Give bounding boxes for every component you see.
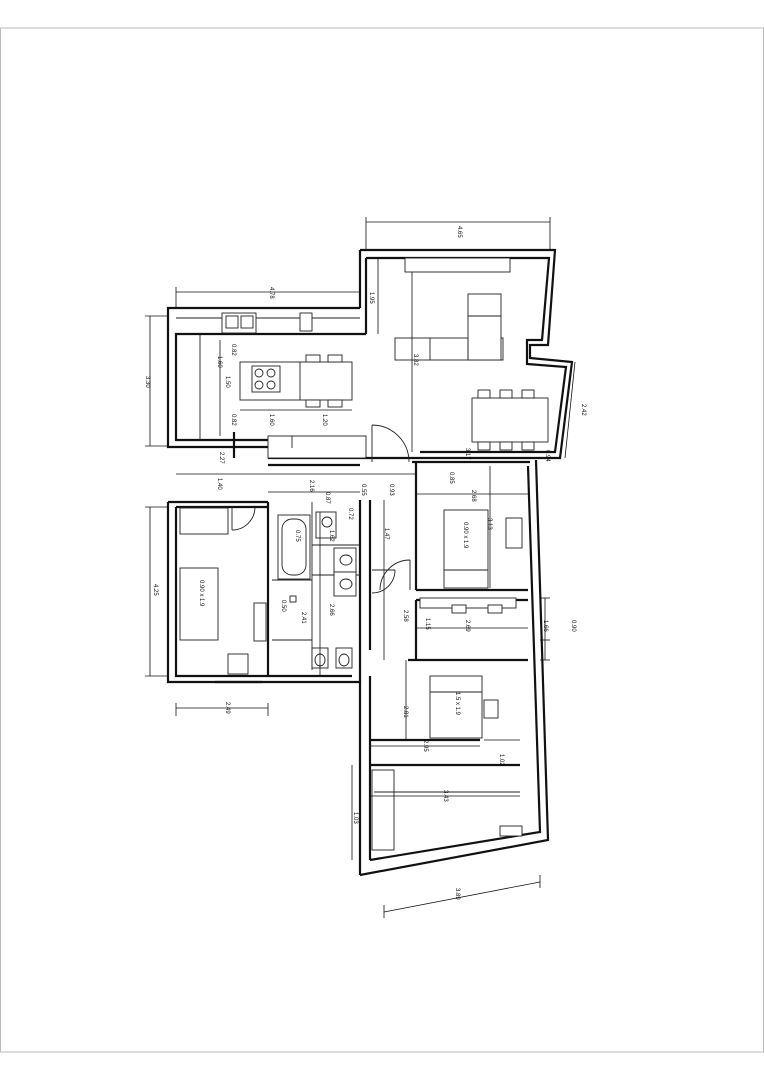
- dim-115: 1.15: [424, 618, 430, 630]
- dim-162: 1.62: [328, 530, 334, 542]
- dim-166: 1.66: [542, 620, 548, 632]
- dim-103: 1.03: [352, 812, 358, 824]
- bed-label-left: 0.90 x 1.9: [198, 580, 204, 607]
- sheet-frame: [0, 27, 764, 1053]
- dim-195: 1.95: [368, 292, 374, 304]
- bottom-room-furniture: [371, 769, 523, 851]
- dim-075: 0.75: [294, 530, 300, 542]
- dim-093: 0.93: [388, 484, 394, 496]
- dim-268: 2.68: [470, 490, 476, 502]
- dim-478: 4.78: [268, 287, 274, 299]
- door-bedroom-left: [231, 506, 256, 531]
- dim-160a: 1.60: [216, 356, 222, 368]
- living-furniture: [394, 257, 549, 451]
- dim-160b: 1.60: [268, 414, 274, 426]
- dim-085: 0.85: [448, 472, 454, 484]
- dim-281: 2.81: [402, 706, 408, 718]
- door-bedroom-mid: [379, 559, 411, 591]
- dim-269: 2.69: [464, 620, 470, 632]
- dim-425: 4.25: [152, 584, 158, 596]
- dim-258: 2.58: [402, 610, 408, 622]
- dimension-labels: 4.65 4.78 1.95 3.30 3.82 0.82 1.60 1.50 …: [144, 226, 586, 900]
- dim-087: 0.87: [324, 492, 330, 504]
- dim-295: 2.95: [422, 740, 428, 752]
- kitchen-furniture: [221, 312, 367, 459]
- dim-241: 2.41: [300, 612, 306, 624]
- dim-140: 1.40: [216, 478, 222, 490]
- door-living: [371, 424, 410, 463]
- dimension-lines: [145, 217, 576, 918]
- dim-150: 1.50: [224, 376, 230, 388]
- dim-330: 3.30: [144, 376, 150, 388]
- dim-216: 2.16: [308, 480, 314, 492]
- dim-147: 1.47: [383, 528, 389, 540]
- bed-label-mid: 0.90 x 1.9: [462, 522, 468, 549]
- bed-labels: 0.90 x 1.9 0.90 x 1.9 1.5 x 1.9: [198, 522, 468, 716]
- bed-label-double: 1.5 x 1.9: [454, 692, 460, 716]
- bedroom-left-furniture: [179, 507, 267, 684]
- dim-266: 2.66: [328, 604, 334, 616]
- dim-382: 3.82: [412, 354, 418, 366]
- dim-227: 2.27: [218, 452, 224, 464]
- door-bath: [371, 569, 396, 594]
- dim-343: 3.43: [442, 790, 448, 802]
- dim-055: 0.55: [360, 484, 366, 496]
- bedroom-mid-furniture: [419, 509, 523, 739]
- dim-249: 2.49: [224, 702, 230, 714]
- dim-094: 0.94: [544, 450, 550, 462]
- dim-120: 1.20: [321, 414, 327, 426]
- outer-walls: [166, 248, 574, 877]
- dim-102: 1.02: [498, 754, 504, 766]
- dim-082b: 0.82: [230, 414, 236, 426]
- dim-389: 3.89: [454, 888, 460, 900]
- dim-050: 0.50: [280, 600, 286, 612]
- dim-242: 2.42: [580, 404, 586, 416]
- dim-082a: 0.82: [230, 344, 236, 356]
- dim-072: 0.72: [347, 508, 353, 520]
- doors: [231, 424, 411, 594]
- dim-317: 3.17: [464, 448, 470, 460]
- dim-313: 3.13: [486, 518, 492, 530]
- dim-465: 4.65: [456, 226, 462, 238]
- dim-090: 0.90: [570, 620, 576, 632]
